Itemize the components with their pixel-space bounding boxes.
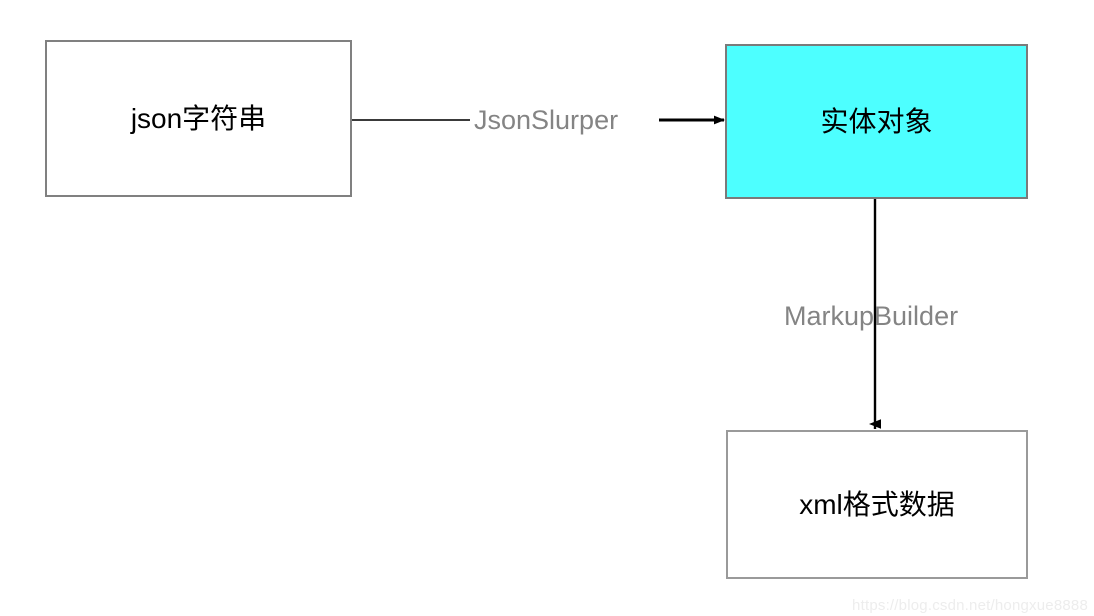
watermark-text: https://blog.csdn.net/hongxue8888: [852, 597, 1088, 614]
node-xml-data-label: xml格式数据: [799, 488, 955, 520]
node-entity-object-label: 实体对象: [820, 105, 933, 137]
edge-label-jsonslurper: JsonSlurper: [474, 105, 619, 135]
node-xml-data[interactable]: xml格式数据: [726, 430, 1028, 579]
node-entity-object[interactable]: 实体对象: [725, 44, 1028, 199]
node-json-string[interactable]: json字符串: [45, 40, 352, 197]
node-json-string-label: json字符串: [130, 102, 267, 134]
edge-label-markupbuilder: MarkupBuilder: [784, 301, 959, 331]
